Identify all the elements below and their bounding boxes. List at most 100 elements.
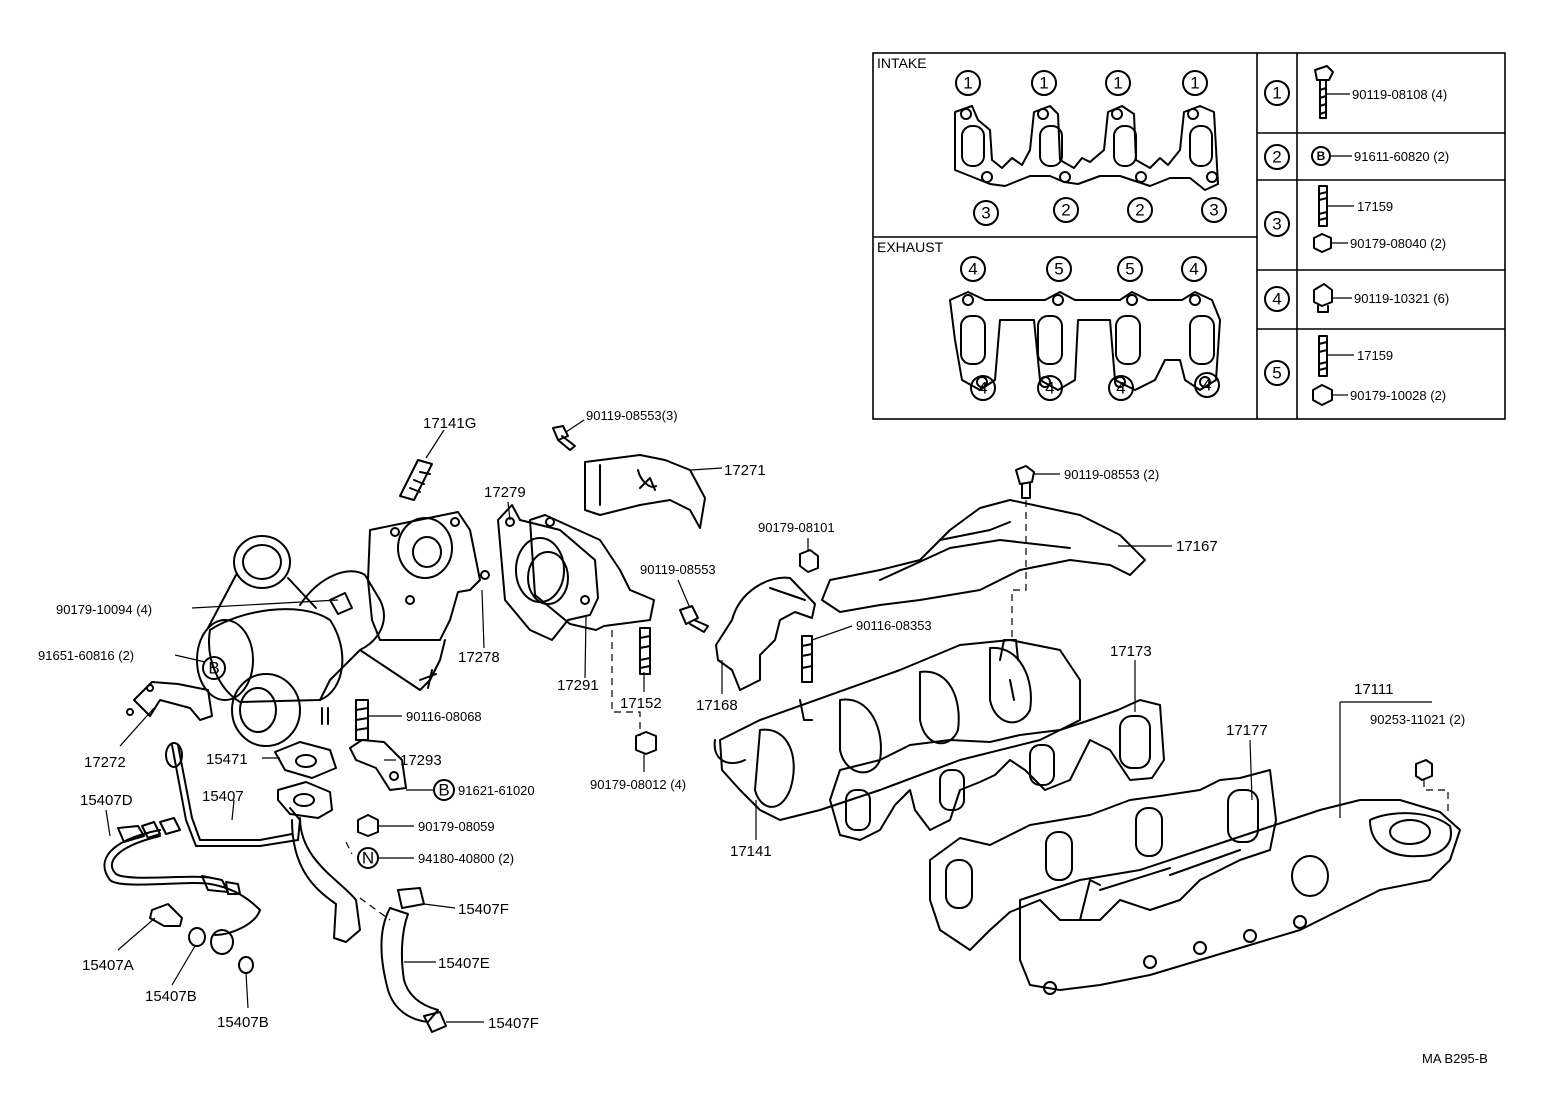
label-15407F-b: 15407F bbox=[488, 1015, 539, 1032]
diagram-code: MA B295-B bbox=[1422, 1051, 1488, 1066]
hose-15407E bbox=[380, 907, 439, 1023]
marker-label: 1 bbox=[1113, 74, 1122, 93]
row-part: 17159 bbox=[1357, 348, 1393, 363]
nut-icon bbox=[1312, 384, 1333, 406]
marker-b-bracket: B bbox=[433, 779, 455, 801]
intake-top-markers: 1 1 1 1 bbox=[955, 70, 1208, 96]
label-90179-08101: 90179-08101 bbox=[758, 520, 835, 535]
bracket-17272 bbox=[126, 681, 213, 721]
row-marker: 1 bbox=[1272, 84, 1281, 103]
label-90253-11021: 90253-11021 (2) bbox=[1370, 712, 1465, 727]
clamp-15407F-a bbox=[397, 887, 425, 909]
gasket-17173 bbox=[829, 699, 1165, 841]
heat-insulator-17271 bbox=[584, 454, 706, 529]
row-part: 90119-10321 (6) bbox=[1354, 291, 1449, 306]
marker-label: 2 bbox=[1061, 201, 1070, 220]
stud-90116-08068 bbox=[355, 699, 369, 741]
label-91651-60816: 91651-60816 (2) bbox=[38, 648, 134, 663]
marker-n-label: N bbox=[362, 849, 374, 868]
turbocharger-drawing bbox=[196, 511, 490, 747]
label-15407E: 15407E bbox=[438, 955, 490, 972]
callout-labels: 17141G 90119-08553(3) 17271 17279 90179-… bbox=[38, 408, 1465, 1032]
dashed-leaders bbox=[345, 500, 1449, 921]
label-17293: 17293 bbox=[400, 752, 442, 769]
label-17167: 17167 bbox=[1176, 538, 1218, 555]
label-15407F-a: 15407F bbox=[458, 901, 509, 918]
marker-b-label: B bbox=[208, 659, 219, 678]
row-marker: 3 bbox=[1272, 215, 1281, 234]
marker-n: N bbox=[357, 847, 379, 869]
label-17278: 17278 bbox=[458, 649, 500, 666]
bolt-90119-08553-3 bbox=[552, 425, 576, 451]
row-marker: 2 bbox=[1272, 148, 1281, 167]
label-17279: 17279 bbox=[484, 484, 526, 501]
label-90119-08553: 90119-08553 bbox=[640, 562, 716, 577]
clamp-15407F-b bbox=[423, 1011, 447, 1033]
marker-label: 3 bbox=[1209, 201, 1218, 220]
marker-label: 1 bbox=[1039, 74, 1048, 93]
nut-90179-08101 bbox=[799, 549, 819, 573]
intake-bottom-markers: 3 2 2 3 bbox=[973, 197, 1227, 226]
gasket-15407B-a bbox=[188, 927, 206, 947]
label-94180-40800: 94180-40800 (2) bbox=[418, 851, 514, 866]
label-15471: 15471 bbox=[206, 751, 248, 768]
bolt-90119-08553 bbox=[679, 605, 709, 633]
table-row-3: 3 17159 90179-08040 (2) bbox=[1264, 185, 1446, 253]
marker-label: 4 bbox=[968, 260, 977, 279]
label-15407B-b: 15407B bbox=[217, 1014, 269, 1031]
label-17271: 17271 bbox=[724, 462, 766, 479]
label-17141: 17141 bbox=[730, 843, 772, 860]
label-15407D: 15407D bbox=[80, 792, 133, 809]
bolt-icon bbox=[1313, 283, 1333, 313]
marker-label: 5 bbox=[1054, 260, 1063, 279]
fitting-15407A bbox=[149, 903, 183, 927]
stud-17152 bbox=[639, 627, 651, 675]
marker-label: 4 bbox=[1045, 379, 1054, 398]
nut-90179-08059 bbox=[357, 814, 379, 837]
row-prefix: B bbox=[1317, 149, 1326, 163]
label-90119-08553-2: 90119-08553 (2) bbox=[1064, 467, 1159, 482]
table-row-1: 1 90119-08108 (4) bbox=[1264, 65, 1447, 119]
label-17272: 17272 bbox=[84, 754, 126, 771]
row-part: 90119-08108 (4) bbox=[1352, 87, 1447, 102]
label-90179-08059: 90179-08059 bbox=[418, 819, 495, 834]
exhaust-bottom-markers: 4 4 4 4 bbox=[970, 372, 1220, 401]
label-90116-08068: 90116-08068 bbox=[406, 709, 482, 724]
label-91621-61020: 91621-61020 bbox=[458, 783, 535, 798]
intake-gasket-drawing bbox=[954, 105, 1219, 191]
marker-label: 4 bbox=[1116, 379, 1125, 398]
label-17152: 17152 bbox=[620, 695, 662, 712]
stud-icon bbox=[1318, 335, 1328, 377]
stud-17141G bbox=[399, 459, 433, 501]
stud-90116-08353 bbox=[801, 635, 813, 683]
marker-label: 3 bbox=[981, 204, 990, 223]
nut-icon bbox=[1313, 233, 1332, 253]
leader-lines bbox=[105, 419, 1432, 1023]
label-17173: 17173 bbox=[1110, 643, 1152, 660]
gasket-15407B-b bbox=[238, 956, 254, 974]
label-15407A: 15407A bbox=[82, 957, 134, 974]
label-17291: 17291 bbox=[557, 677, 599, 694]
stud-icon bbox=[1318, 185, 1328, 227]
label-90119-08553-3: 90119-08553(3) bbox=[586, 408, 678, 423]
label-17111: 17111 bbox=[1354, 681, 1394, 698]
insulator-17168 bbox=[715, 576, 816, 691]
pipe-15407D bbox=[103, 821, 261, 936]
row-marker: 4 bbox=[1272, 290, 1281, 309]
label-90116-08353: 90116-08353 bbox=[856, 618, 932, 633]
bolt-90119-08553-2 bbox=[1015, 465, 1035, 499]
gasket-fastener-table: INTAKE EXHAUST 1 1 1 bbox=[872, 52, 1506, 420]
plug-90253-11021 bbox=[1415, 759, 1433, 781]
exhaust-top-markers: 4 5 5 4 bbox=[960, 256, 1207, 282]
gasket-17177 bbox=[929, 769, 1277, 951]
marker-label: 4 bbox=[1189, 260, 1198, 279]
row-part: 90179-08040 (2) bbox=[1350, 236, 1446, 251]
table-row-2: 2 B 91611-60820 (2) bbox=[1264, 144, 1449, 170]
bolt-icon bbox=[1314, 65, 1334, 119]
row-part: 91611-60820 (2) bbox=[1354, 149, 1449, 164]
marker-label: 4 bbox=[1202, 376, 1211, 395]
pipe-outlet bbox=[277, 781, 361, 943]
bracket-17293 bbox=[349, 739, 407, 791]
